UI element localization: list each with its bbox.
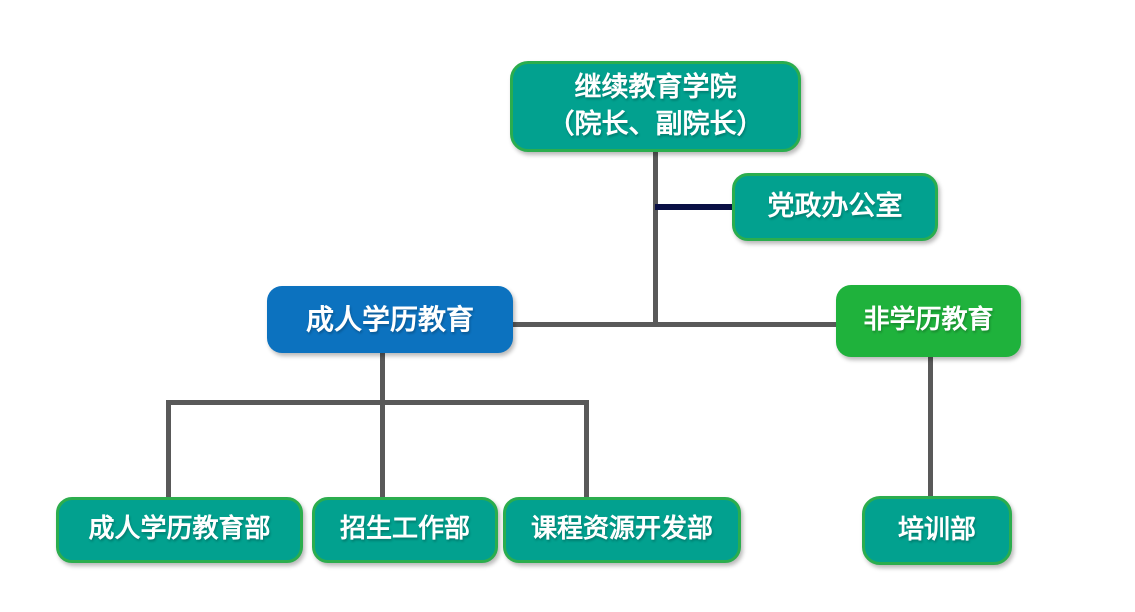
node-adult-education-dept-label: 成人学历教育部 — [88, 514, 271, 545]
node-non-degree-education-label: 非学历教育 — [863, 305, 994, 336]
connector-course-dept-drop — [584, 400, 589, 497]
node-recruitment-dept-label: 招生工作部 — [339, 514, 470, 545]
node-adult-education-dept: 成人学历教育部 — [56, 497, 303, 563]
connector-adult-edu-vertical — [380, 353, 385, 497]
node-course-resource-dept: 课程资源开发部 — [503, 497, 741, 563]
connector-adult-dept-drop — [166, 400, 171, 497]
node-party-office: 党政办公室 — [732, 173, 938, 241]
node-training-dept-label: 培训部 — [897, 514, 976, 545]
node-root-label-line1: 继续教育学院 — [574, 72, 737, 104]
node-adult-education: 成人学历教育 — [267, 286, 513, 353]
node-course-resource-dept-label: 课程资源开发部 — [530, 514, 713, 545]
node-recruitment-dept: 招生工作部 — [312, 497, 498, 563]
connector-root-vertical — [653, 152, 658, 327]
node-non-degree-education: 非学历教育 — [836, 285, 1021, 357]
node-root: 继续教育学院 （院长、副院长） — [510, 61, 801, 152]
node-party-office-label: 党政办公室 — [767, 190, 903, 222]
node-training-dept: 培训部 — [862, 496, 1012, 565]
node-adult-education-label: 成人学历教育 — [305, 302, 474, 336]
connector-hub-horizontal — [513, 322, 836, 327]
connector-party-office-navy — [655, 204, 732, 210]
node-root-label-line2: （院长、副院长） — [547, 108, 764, 140]
connector-departments-horizontal — [166, 400, 589, 405]
connector-training-dept-vertical — [928, 357, 933, 497]
